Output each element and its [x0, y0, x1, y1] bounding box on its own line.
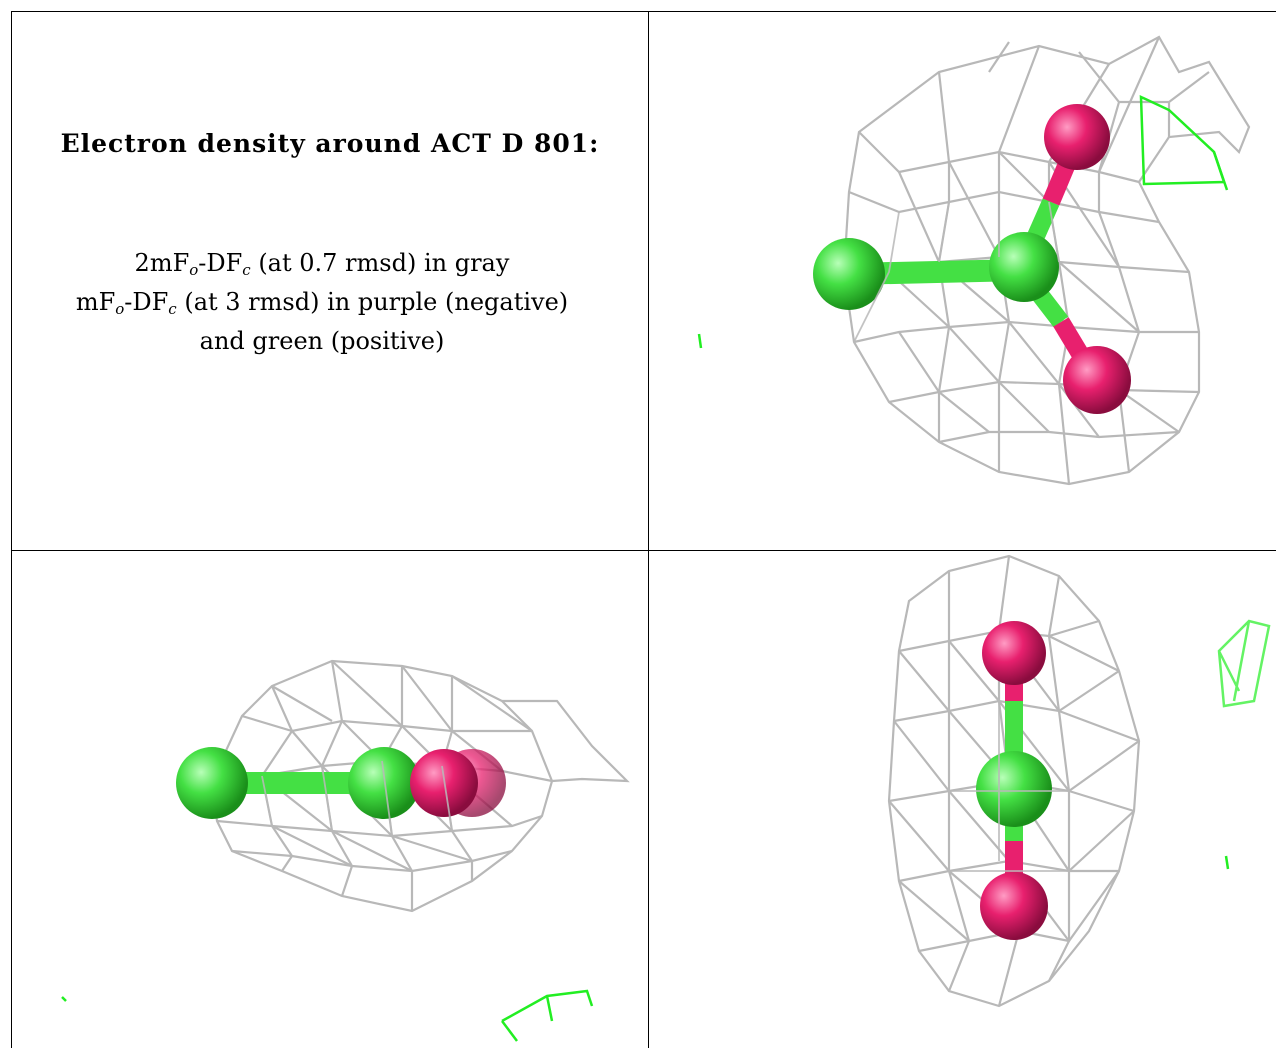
density-render-2: [61, 659, 630, 1042]
legend-text: 2mFo-DFc (at 0.7 rmsd) in gray mFo-DFc (…: [12, 244, 632, 361]
acetate-model: [176, 747, 506, 819]
figure-grid: [11, 11, 1276, 1048]
legend-line-fofc: mFo-DFc (at 3 rmsd) in purple (negative): [75, 288, 569, 318]
figure-title: Electron density around ACT D 801:: [60, 129, 600, 158]
density-view-1: [649, 12, 1276, 550]
density-view-2: [12, 551, 648, 1048]
legend-line-positive: and green (positive): [199, 327, 445, 355]
mesh-2fofc: [842, 35, 1251, 486]
density-render-3: [887, 554, 1271, 1008]
mesh-positive: [61, 989, 594, 1042]
legend-line-2fofc: 2mFo-DFc (at 0.7 rmsd) in gray: [134, 249, 510, 279]
acetate-model: [976, 621, 1052, 940]
caption-panel: Electron density around ACT D 801: 2mFo-…: [12, 12, 648, 550]
mesh-positive: [1224, 855, 1230, 870]
grid-divider-horizontal: [11, 550, 1276, 551]
density-view-3: [649, 551, 1276, 1048]
mesh-2fofc: [210, 659, 630, 913]
grid-divider-vertical: [648, 11, 649, 1048]
mesh-positive: [1217, 619, 1271, 708]
density-render-1: [697, 35, 1251, 486]
acetate-model: [813, 104, 1131, 414]
mesh-positive: [697, 95, 1229, 349]
